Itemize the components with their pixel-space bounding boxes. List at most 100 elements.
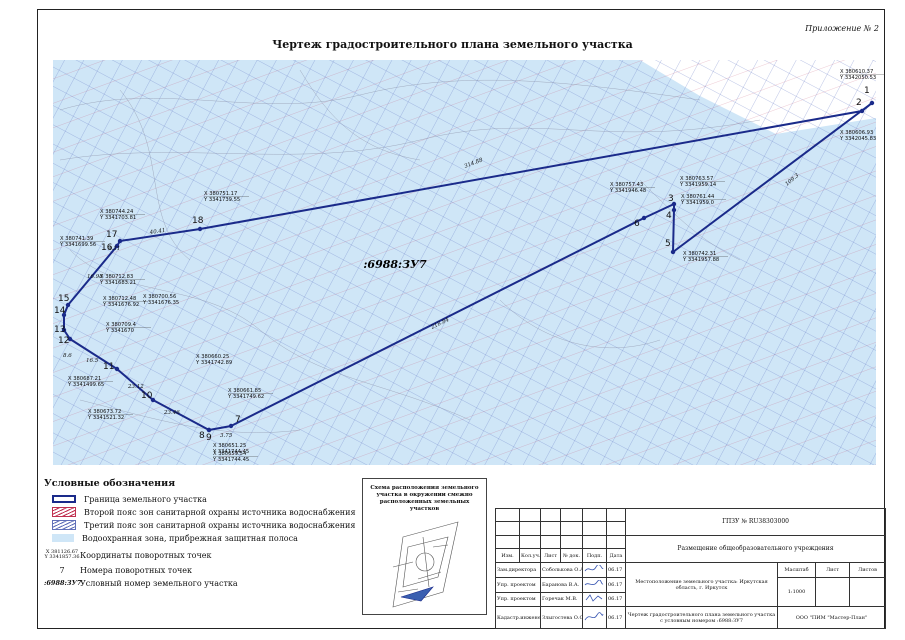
parcel-number: :6988:ЗУ7: [363, 258, 427, 271]
turn-point-marker: [869, 100, 875, 106]
turn-point-marker: [228, 423, 234, 429]
stamp-cell: [540, 521, 561, 536]
turn-point-number: 12: [58, 336, 69, 346]
gpzu-number: ГПЗУ № RU38303000: [624, 508, 887, 536]
turn-point-number: 18: [192, 216, 204, 226]
sheet-frame: [37, 9, 885, 629]
coord-x-label: X 380687.21: [68, 376, 101, 382]
appendix-label: Приложение № 2: [805, 24, 879, 33]
turn-point-marker: [114, 366, 120, 372]
header-cell: Кол.уч.: [519, 548, 541, 563]
signer-date: 06.17: [606, 576, 626, 593]
coord-y-label: Y 3341676.92: [102, 302, 139, 308]
signer-role: Упр. проектом: [495, 591, 541, 608]
turn-point-marker: [859, 108, 865, 114]
organization-name: ООО "ПИМ "Мастер-План": [776, 606, 887, 629]
coord-y-label: Y 3341959.0: [680, 200, 714, 206]
signature-icon: [584, 579, 604, 585]
zone2-swatch: [52, 507, 76, 517]
legend-item-cadastral: :6988:ЗУ7 Условный номер земельного учас…: [44, 577, 344, 589]
turn-point-marker: [206, 427, 212, 433]
turn-point-number: 9: [206, 433, 212, 443]
turn-point-marker: [65, 302, 71, 308]
drawing-name: Чертеж градостроительного плана земельно…: [625, 606, 778, 629]
turn-point-marker: [641, 215, 647, 221]
coord-y-label: Y 3341742.89: [195, 360, 232, 366]
legend-label: Водоохранная зона, прибрежная защитная п…: [82, 533, 298, 543]
turn-point-marker: [114, 243, 120, 249]
segment-length-label: 8.6: [63, 353, 72, 359]
legend-item-coords: X 381126.67 Y 3341857.36 Координаты пово…: [44, 547, 344, 563]
coord-y-label: Y 3341959.14: [679, 182, 717, 188]
turn-point-marker: [150, 397, 156, 403]
stamp-cell: [582, 521, 607, 536]
legend-label: Номера поворотных точек: [80, 565, 193, 575]
coord-y-label: Y 3341676.35: [142, 300, 179, 306]
title-block: ГПЗУ № RU38303000 Размещение общеобразов…: [495, 507, 887, 629]
signature-cell: [582, 576, 607, 593]
signer-name: Горечак М.В.: [540, 591, 583, 608]
stamp-cell: [848, 576, 887, 608]
scheme-title: Схема расположения земельного участка в …: [370, 485, 479, 512]
legend-item-numbers: 7 Номера поворотных точек: [44, 564, 344, 576]
turn-point-marker: [61, 312, 67, 318]
turn-point-number: 3: [668, 194, 674, 204]
turn-point-marker: [197, 226, 203, 232]
stamp-cell: [495, 534, 520, 550]
turn-point-number: 15: [58, 294, 69, 304]
turn-point-number: 11: [103, 362, 114, 372]
legend-label: Координаты поворотных точек: [80, 550, 212, 560]
signature-icon: [584, 564, 604, 572]
coord-x-label: X 380742.31: [683, 251, 716, 257]
turn-point-marker: [67, 336, 73, 342]
coord-y-label: Y 3341744.45: [212, 457, 249, 463]
boundary-swatch: [52, 495, 76, 503]
coord-x-label: X 380709.4: [106, 322, 137, 328]
turn-point-number: 7: [235, 415, 241, 425]
coord-y-label: Y 3341670: [105, 328, 134, 334]
turn-point-number: 14: [54, 306, 66, 316]
legend-item-zone3: Третий пояс зон санитарной охраны источн…: [44, 519, 355, 531]
segment-length-label: 23.12: [127, 384, 144, 390]
coord-x-label: X 380757.43: [610, 182, 643, 188]
water-swatch: [52, 534, 74, 542]
coord-y-label: Y 3342045.83: [839, 136, 876, 142]
stamp-cell: [606, 534, 626, 550]
coord-y-label: Y 3341749.62: [227, 394, 264, 400]
header-cell: № док.: [560, 548, 583, 563]
coord-x-label: X 380700.56: [143, 294, 176, 300]
zone3-swatch: [52, 520, 76, 530]
legend-item-boundary: Граница земельного участка: [44, 493, 344, 505]
coord-x-label: X 380712.48: [103, 296, 136, 302]
map-background: [53, 60, 876, 465]
number-sample: 7: [59, 565, 65, 575]
coord-x-label: X 380751.17: [204, 191, 237, 197]
sheet-label: Лист: [815, 561, 850, 578]
signature-icon: [584, 611, 604, 620]
coord-y-label: Y 3341499.65: [67, 382, 104, 388]
turn-point-marker: [670, 249, 676, 255]
coord-sample-x: X 381126.67: [45, 549, 79, 555]
coord-x-label: X 380712.83: [100, 274, 133, 280]
coord-x-label: X 380610.37: [840, 69, 873, 75]
coord-y-label: Y 3341946.48: [609, 188, 646, 194]
stamp-cell: [519, 521, 541, 536]
coord-sample: X 381126.67 Y 3341857.36: [44, 550, 80, 560]
scale-label: Масштаб: [777, 561, 816, 578]
segment-length-label: 16.98: [87, 274, 103, 280]
location-scheme: Схема расположения земельного участка в …: [362, 478, 487, 615]
coord-x-label: X 380651.25: [213, 443, 246, 449]
segment-length-label: 40.41: [148, 228, 165, 236]
segment-length-label: 4.31: [107, 246, 120, 252]
header-cell: Лист: [540, 548, 561, 563]
coord-x-label: X 380763.57: [680, 176, 713, 182]
stamp-cell: [582, 507, 607, 523]
legend-label: Третий пояс зон санитарной охраны источн…: [84, 520, 356, 530]
cadastral-sample: :6988:ЗУ7: [44, 579, 82, 587]
turn-point-number: 2: [856, 98, 862, 108]
turn-point-number: 17: [106, 230, 117, 240]
stamp-cell: [495, 521, 520, 536]
signature-cell: [582, 606, 607, 629]
stamp-cell: [519, 534, 541, 550]
